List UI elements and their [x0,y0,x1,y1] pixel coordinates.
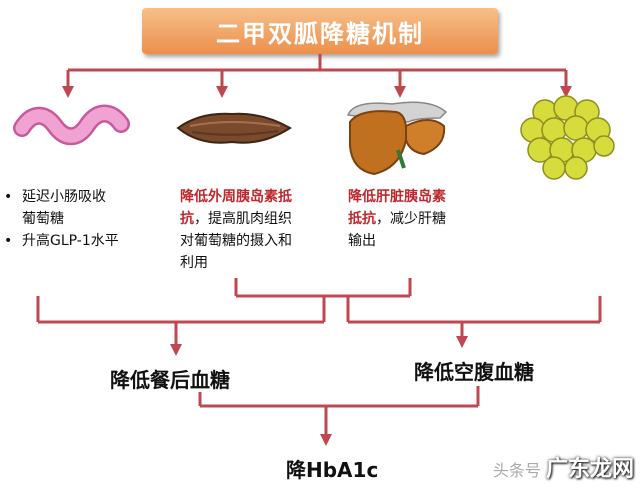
muscle-highlight-1: 降低外周胰岛素抵 [180,189,292,205]
liver-icon [346,101,448,176]
liver-highlight-1: 降低肝脏胰岛素 [348,189,446,205]
muscle-rest-line-2: ，提高肌肉组织 [194,211,292,227]
intestine-bullet-2: 升高GLP-1水平 [22,233,119,249]
liver-highlight-2: 抵抗 [348,211,376,227]
intestine-bullet-1-cont: 葡萄糖 [22,211,64,227]
intestine-icon [13,104,130,146]
muscle-effects: 降低外周胰岛素抵 抗，提高肌肉组织 对葡萄糖的摄入和 利用 [180,186,330,274]
liver-rest-line-2: ，减少肝糖 [376,211,446,227]
intestine-bullet-1: 延迟小肠吸收 [22,189,106,205]
diagram-title: 二甲双胍降糖机制 [142,8,498,54]
watermark-prefix: 头条号 [492,461,541,480]
muscle-highlight-2: 抗 [180,211,194,227]
muscle-icon [176,112,292,144]
liver-effects: 降低肝脏胰岛素 抵抗，减少肝糖 输出 [348,186,498,252]
bullet-icon: • [4,233,13,249]
bullet-icon: • [4,189,13,205]
postprandial-connector [36,296,326,356]
fat-cells-icon [520,95,615,180]
watermark: 头条号 广东龙网 [493,451,634,483]
muscle-line-3: 对葡萄糖的摄入和 [180,233,292,249]
muscle-liver-bracket [234,278,412,298]
liver-line-3: 输出 [348,233,376,249]
fasting-outcome: 降低空腹血糖 [414,360,534,384]
intestine-effects: • 延迟小肠吸收 葡萄糖 • 升高GLP-1水平 [4,186,154,252]
muscle-line-4: 利用 [180,255,208,271]
hba1c-outcome: 降HbA1c [286,458,379,482]
watermark-brand: 广东龙网 [545,457,634,482]
hba1c-connector [198,386,480,446]
top-branch-connector [62,54,572,98]
fasting-connector [346,296,602,348]
postprandial-outcome: 降低餐后血糖 [110,368,230,392]
